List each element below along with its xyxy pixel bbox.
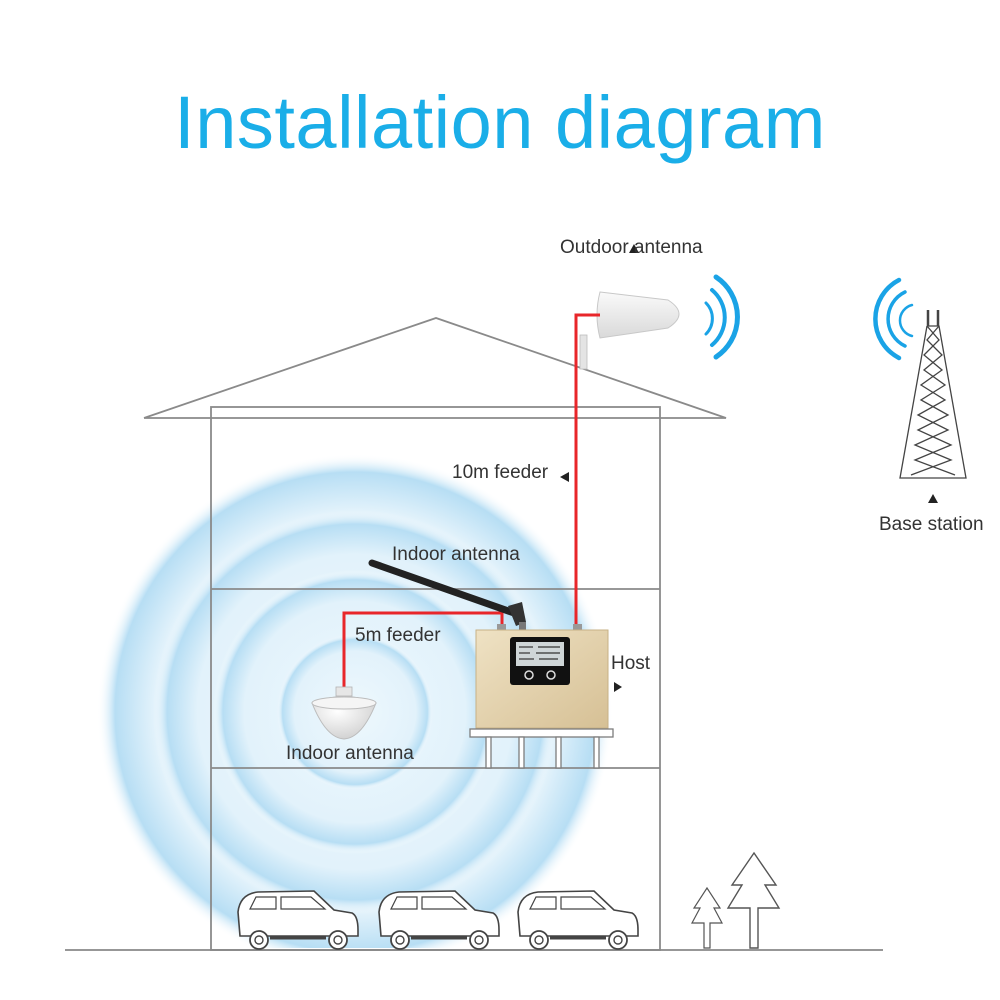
tree-icon [726, 851, 781, 949]
host-label: Host [611, 653, 651, 674]
outdoor-antenna-pointer [629, 244, 639, 253]
signal-wave-icon [873, 277, 914, 361]
whip-antenna-icon [368, 559, 526, 630]
signal-wave-icon [704, 274, 740, 360]
host-pointer [614, 682, 622, 692]
feeder-cables [342, 313, 600, 688]
ceiling-antenna-icon [311, 686, 377, 740]
outdoor-antenna-icon [579, 291, 680, 370]
outdoor-antenna-label: Outdoor antenna [560, 237, 703, 258]
page-title: Installation diagram [174, 81, 826, 164]
car-icon [237, 890, 359, 950]
feeder-5m-label: 5m feeder [355, 625, 441, 646]
cars [237, 890, 639, 950]
indoor-antenna-upper-label: Indoor antenna [392, 544, 520, 565]
feeder-10m-pointer [560, 472, 569, 482]
base-station-pointer [928, 494, 938, 503]
car-icon [517, 890, 639, 950]
feeder-5m-cable [342, 611, 504, 688]
feeder-10m-cable [574, 313, 600, 628]
house-roof [143, 317, 727, 419]
repeater-host-icon [475, 624, 609, 729]
feeder-10m-label: 10m feeder [452, 462, 549, 483]
host-shelf [469, 728, 614, 769]
car-icon [378, 890, 500, 950]
tree-icon [691, 886, 723, 949]
label-pointers [560, 244, 938, 692]
base-station-tower-icon [899, 310, 967, 479]
base-station-label: Base station [879, 514, 984, 535]
indoor-antenna-lower-label: Indoor antenna [286, 743, 414, 764]
